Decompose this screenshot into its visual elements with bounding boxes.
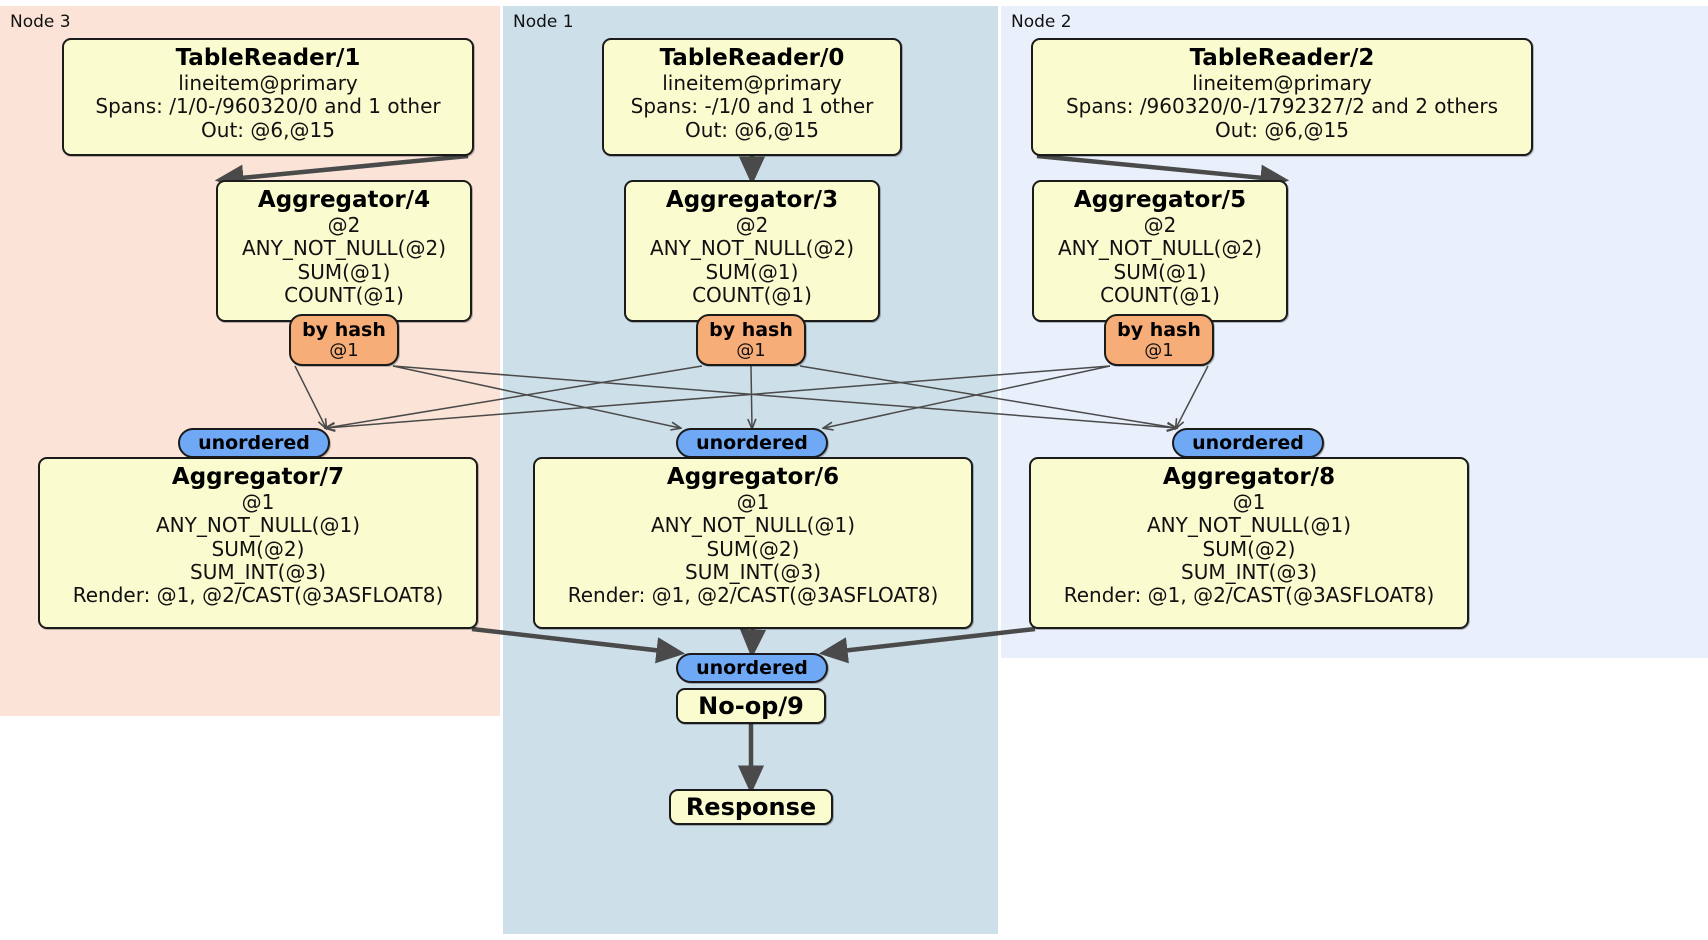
- processor-detail-line: SUM(@1): [705, 259, 799, 284]
- processor-title: Aggregator/5: [1073, 187, 1247, 213]
- processor-detail-line: SUM(@2): [211, 536, 305, 561]
- processor-detail-line: ANY_NOT_NULL(@2): [242, 236, 446, 261]
- processor-detail-line: @1: [1232, 489, 1266, 514]
- processor-title: Aggregator/4: [257, 187, 431, 213]
- processor-box-noop9[interactable]: No-op/9: [676, 688, 826, 724]
- processor-detail-line: Render: @1, @2/CAST(@3ASFLOAT8): [567, 583, 939, 608]
- stream-label: unordered: [1192, 431, 1304, 454]
- processor-detail-line: ANY_NOT_NULL(@2): [650, 236, 854, 261]
- processor-title: TableReader/1: [175, 45, 361, 71]
- processor-detail-line: COUNT(@1): [692, 283, 812, 308]
- processor-title: Aggregator/7: [171, 464, 345, 490]
- processor-title: Aggregator/6: [666, 464, 840, 490]
- processor-box-response[interactable]: Response: [669, 789, 833, 825]
- stream-badge-unordered9[interactable]: unordered: [676, 653, 828, 683]
- processor-detail-line: SUM(@2): [706, 536, 800, 561]
- processor-detail-line: COUNT(@1): [1100, 283, 1220, 308]
- processor-detail-line: Out: @6,@15: [201, 117, 335, 142]
- processor-detail-line: Spans: /1/0-/960320/0 and 1 other: [95, 94, 441, 119]
- processor-detail-line: Out: @6,@15: [1215, 117, 1349, 142]
- processor-title: Response: [685, 792, 817, 821]
- processor-detail-line: SUM_INT(@3): [190, 560, 326, 585]
- router-sublabel: @1: [329, 340, 359, 362]
- router-label: by hash: [709, 318, 793, 341]
- router-badge-hash4[interactable]: by hash@1: [289, 314, 399, 366]
- router-sublabel: @1: [736, 340, 766, 362]
- processor-detail-line: Spans: -/1/0 and 1 other: [630, 94, 874, 119]
- processor-detail-line: ANY_NOT_NULL(@1): [651, 513, 855, 538]
- router-badge-hash5[interactable]: by hash@1: [1104, 314, 1214, 366]
- processor-detail-line: SUM_INT(@3): [685, 560, 821, 585]
- processor-detail-line: lineitem@primary: [178, 70, 358, 95]
- processor-title: Aggregator/8: [1162, 464, 1336, 490]
- processor-detail-line: ANY_NOT_NULL(@1): [1147, 513, 1351, 538]
- stream-label: unordered: [198, 431, 310, 454]
- processor-title: TableReader/2: [1189, 45, 1375, 71]
- processor-title: TableReader/0: [659, 45, 845, 71]
- stream-badge-unordered6[interactable]: unordered: [676, 428, 828, 458]
- processor-detail-line: Render: @1, @2/CAST(@3ASFLOAT8): [1063, 583, 1435, 608]
- stream-label: unordered: [696, 431, 808, 454]
- processor-detail-line: lineitem@primary: [662, 70, 842, 95]
- stream-badge-unordered7[interactable]: unordered: [178, 428, 330, 458]
- processor-detail-line: lineitem@primary: [1192, 70, 1372, 95]
- processor-title: No-op/9: [698, 691, 804, 720]
- processor-detail-line: SUM(@1): [1113, 259, 1207, 284]
- processor-detail-line: SUM_INT(@3): [1181, 560, 1317, 585]
- processor-detail-line: @1: [736, 489, 770, 514]
- stream-badge-unordered8[interactable]: unordered: [1172, 428, 1324, 458]
- processor-detail-line: Render: @1, @2/CAST(@3ASFLOAT8): [72, 583, 444, 608]
- router-label: by hash: [302, 318, 386, 341]
- processor-detail-line: @2: [327, 212, 361, 237]
- processor-detail-line: ANY_NOT_NULL(@1): [156, 513, 360, 538]
- processor-detail-line: @1: [241, 489, 275, 514]
- router-label: by hash: [1117, 318, 1201, 341]
- stream-label: unordered: [696, 656, 808, 679]
- router-sublabel: @1: [1144, 340, 1174, 362]
- processor-detail-line: ANY_NOT_NULL(@2): [1058, 236, 1262, 261]
- processor-detail-line: @2: [735, 212, 769, 237]
- processor-title: Aggregator/3: [665, 187, 839, 213]
- router-badge-hash3[interactable]: by hash@1: [696, 314, 806, 366]
- processor-detail-line: Out: @6,@15: [685, 117, 819, 142]
- processor-detail-line: SUM(@1): [297, 259, 391, 284]
- processor-detail-line: SUM(@2): [1202, 536, 1296, 561]
- node-panel-label: Node 1: [513, 12, 574, 32]
- node-panel-label: Node 2: [1011, 12, 1072, 32]
- node-panel-label: Node 3: [10, 12, 71, 32]
- processor-detail-line: Spans: /960320/0-/1792327/2 and 2 others: [1065, 94, 1498, 119]
- processor-detail-line: COUNT(@1): [284, 283, 404, 308]
- processor-detail-line: @2: [1143, 212, 1177, 237]
